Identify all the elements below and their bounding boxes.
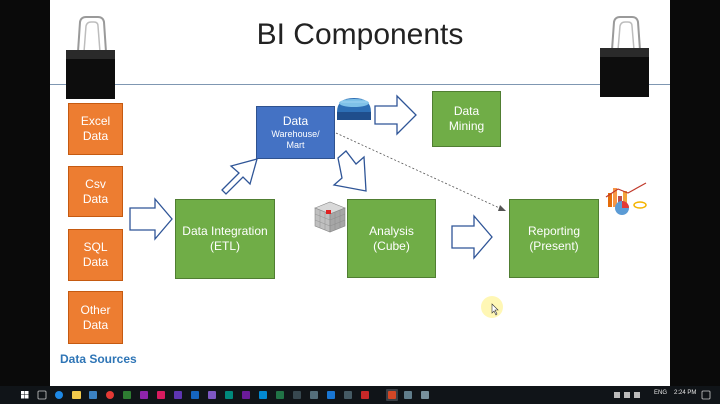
cube-icon xyxy=(314,201,346,233)
app-icon[interactable] xyxy=(140,391,148,399)
app-icon[interactable] xyxy=(293,391,301,399)
tray-clock[interactable]: 2:24 PM xyxy=(674,390,697,396)
arrow-sources-to-integration xyxy=(129,197,173,241)
data-sources-label: Data Sources xyxy=(60,352,137,366)
app-icon[interactable] xyxy=(259,391,267,399)
flow-arrows xyxy=(129,94,493,260)
edge-icon[interactable] xyxy=(55,391,63,399)
tray-language[interactable]: ENG xyxy=(654,390,668,396)
binder-clip-icon xyxy=(600,16,649,97)
app-icon[interactable] xyxy=(404,391,412,399)
arrow-analysis-to-reporting xyxy=(451,214,493,260)
warehouse-subtitle: Warehouse/ Mart xyxy=(271,128,320,150)
arrow-warehouse-to-analysis xyxy=(332,150,367,192)
warehouse-title: Data xyxy=(282,113,309,128)
chart-icon xyxy=(605,182,647,215)
slide-title: BI Components xyxy=(256,18,464,51)
slide: BI Components Excel Data Csv Data SQL Da… xyxy=(50,0,670,386)
dashed-connector xyxy=(335,132,507,212)
app-icon[interactable] xyxy=(225,391,233,399)
taskbar-icons xyxy=(21,389,711,401)
source-other: Other Data xyxy=(68,291,123,344)
app-icon[interactable] xyxy=(327,391,335,399)
node-reporting: Reporting (Present) xyxy=(509,199,599,278)
windows-start-icon[interactable] xyxy=(21,391,29,399)
app-icon[interactable] xyxy=(361,391,369,399)
database-icon xyxy=(337,98,371,120)
tray-icon[interactable] xyxy=(634,392,640,398)
app-icon[interactable] xyxy=(310,391,318,399)
node-data-warehouse: Data Warehouse/ Mart xyxy=(256,106,335,159)
left-black-bar xyxy=(0,0,50,386)
app-icon[interactable] xyxy=(421,391,429,399)
folder-icon[interactable] xyxy=(72,391,81,399)
app-icon[interactable] xyxy=(242,391,250,399)
source-csv: Csv Data xyxy=(68,166,123,217)
chrome-icon[interactable] xyxy=(106,391,114,399)
arrow-integration-to-warehouse xyxy=(221,158,258,195)
right-black-bar xyxy=(670,0,720,386)
app-icon[interactable] xyxy=(174,391,182,399)
source-excel: Excel Data xyxy=(68,103,123,155)
node-analysis: Analysis (Cube) xyxy=(347,199,436,278)
notification-icon[interactable] xyxy=(701,390,711,400)
tray-icon[interactable] xyxy=(614,392,620,398)
app-icon[interactable] xyxy=(191,391,199,399)
binder-clip-icon xyxy=(66,16,115,99)
app-icon[interactable] xyxy=(208,391,216,399)
arrow-warehouse-to-mining xyxy=(374,94,417,136)
mouse-cursor-icon xyxy=(491,303,499,316)
tray-icon[interactable] xyxy=(624,392,630,398)
app-icon[interactable] xyxy=(344,391,352,399)
search-icon[interactable] xyxy=(37,390,47,400)
taskbar xyxy=(0,386,720,404)
node-data-mining: Data Mining xyxy=(432,91,501,147)
app-icon[interactable] xyxy=(157,391,165,399)
excel-icon[interactable] xyxy=(276,391,284,399)
title-divider xyxy=(50,84,670,85)
node-data-integration: Data Integration (ETL) xyxy=(175,199,275,279)
source-sql: SQL Data xyxy=(68,229,123,281)
store-icon[interactable] xyxy=(89,391,97,399)
app-icon[interactable] xyxy=(123,391,131,399)
